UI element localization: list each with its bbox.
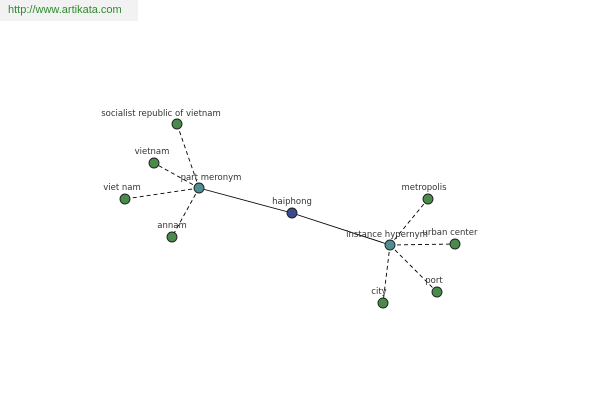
graph-nodes: socialist republic of vietnam vietnam viet… bbox=[101, 109, 478, 309]
center-node-label: haiphong bbox=[272, 197, 312, 207]
hub-node-marker[interactable] bbox=[384, 239, 396, 251]
edge-instance-hypernym-metropolis bbox=[389, 198, 429, 246]
edge-part-meronym-vietnam bbox=[153, 162, 200, 189]
hub-node-part-meronym[interactable]: part meronym bbox=[181, 173, 242, 194]
leaf-node-city[interactable]: city bbox=[371, 287, 389, 309]
center-node-haiphong[interactable]: haiphong bbox=[272, 197, 312, 219]
hub-node-marker[interactable] bbox=[193, 182, 205, 194]
leaf-node-marker[interactable] bbox=[377, 297, 389, 309]
leaf-node-label: socialist republic of vietnam bbox=[101, 109, 221, 119]
leaf-node-marker[interactable] bbox=[166, 231, 178, 243]
edge-instance-hypernym-city bbox=[382, 244, 391, 304]
leaf-node-marker[interactable] bbox=[148, 157, 160, 169]
hub-node-label: part meronym bbox=[181, 173, 242, 183]
leaf-node-metropolis[interactable]: metropolis bbox=[401, 183, 447, 205]
leaf-node-marker[interactable] bbox=[171, 118, 183, 130]
source-url-banner[interactable]: http://www.artikata.com bbox=[0, 0, 138, 21]
leaf-node-marker[interactable] bbox=[119, 193, 131, 205]
leaf-node-vietnam[interactable]: vietnam bbox=[135, 147, 170, 169]
edge-haiphong-part-meronym bbox=[198, 187, 293, 214]
edge-haiphong-instance-hypernym bbox=[291, 212, 391, 246]
leaf-node-label: vietnam bbox=[135, 147, 170, 157]
hub-node-instance-hypernym[interactable]: instance hypernym bbox=[346, 230, 428, 251]
leaf-node-marker[interactable] bbox=[422, 193, 434, 205]
graph-edges bbox=[124, 123, 456, 304]
leaf-node-label: annam bbox=[157, 221, 186, 231]
leaf-node-label: urban center bbox=[423, 228, 478, 238]
leaf-node-urban-center[interactable]: urban center bbox=[423, 228, 478, 250]
edge-instance-hypernym-urban-center bbox=[389, 243, 456, 246]
leaf-node-socialist-republic-of-vietnam[interactable]: socialist republic of vietnam bbox=[101, 109, 221, 130]
leaf-node-marker[interactable] bbox=[449, 238, 461, 250]
center-node-marker[interactable] bbox=[286, 207, 298, 219]
leaf-node-port[interactable]: port bbox=[425, 276, 443, 298]
edge-part-meronym-viet-nam bbox=[124, 187, 200, 200]
leaf-node-annam[interactable]: annam bbox=[157, 221, 187, 243]
leaf-node-label: city bbox=[371, 287, 386, 297]
hub-node-label: instance hypernym bbox=[346, 230, 428, 240]
leaf-node-label: port bbox=[425, 276, 443, 286]
leaf-node-label: metropolis bbox=[401, 183, 447, 193]
leaf-node-label: viet nam bbox=[103, 183, 141, 193]
edge-part-meronym-socialist-republic-of-vietnam bbox=[176, 123, 200, 189]
leaf-node-viet-nam[interactable]: viet nam bbox=[103, 183, 141, 205]
leaf-node-marker[interactable] bbox=[431, 286, 443, 298]
edge-part-meronym-annam bbox=[171, 187, 200, 238]
